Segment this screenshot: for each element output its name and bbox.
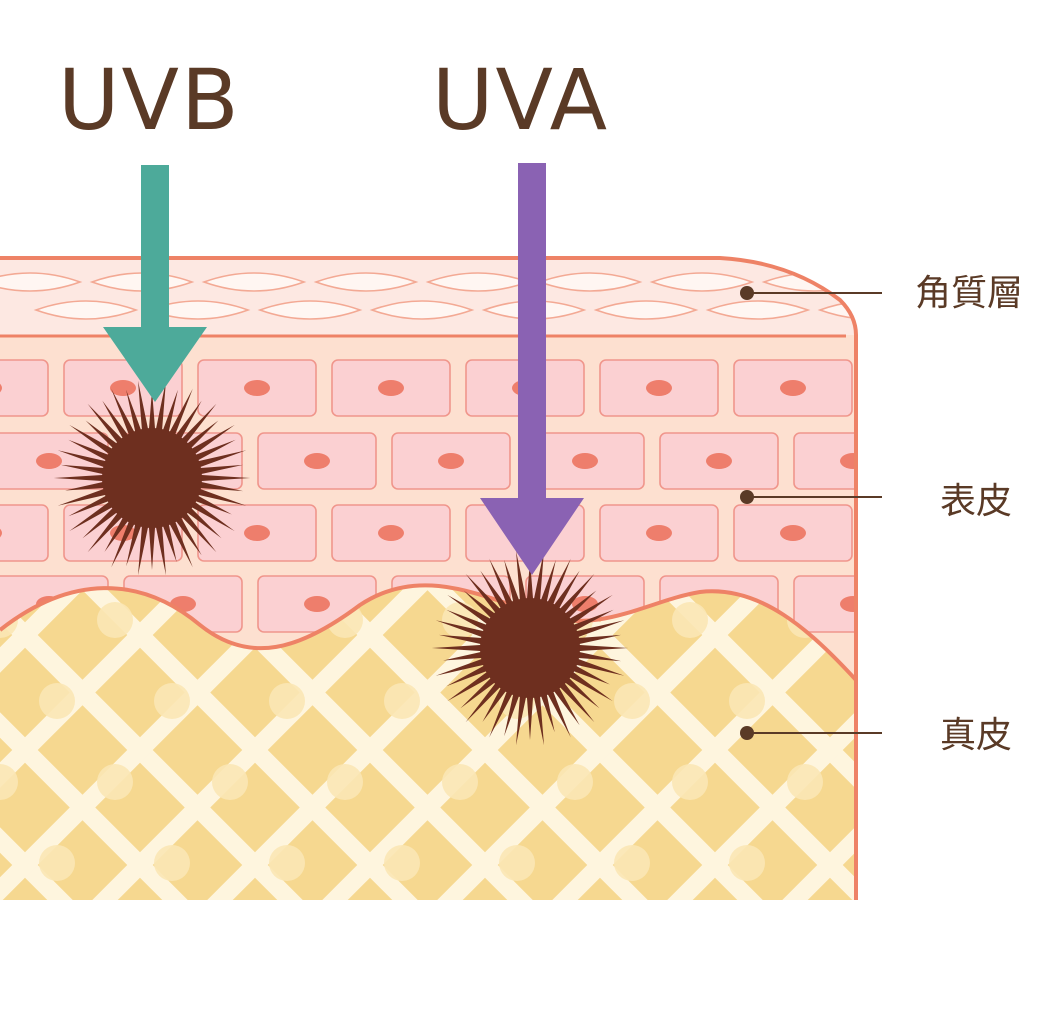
lattice-line xyxy=(58,585,452,900)
lattice-line xyxy=(0,585,107,900)
dermis-glow xyxy=(557,764,593,800)
dermis-glow xyxy=(97,764,133,800)
pigment-spots xyxy=(53,380,629,746)
stratum-cell xyxy=(537,272,643,292)
cell-nucleus xyxy=(438,453,464,469)
stratum-cell xyxy=(33,300,139,320)
label-leaders xyxy=(740,286,882,740)
dermis-glow xyxy=(614,845,650,881)
cell-nucleus xyxy=(840,453,856,469)
lattice-line xyxy=(0,585,222,900)
cell-nucleus xyxy=(244,380,270,396)
uvb-arrow xyxy=(103,165,207,402)
stratum-cell xyxy=(313,272,419,292)
stratum-cell xyxy=(0,272,83,292)
stratum-cell xyxy=(649,272,755,292)
uva-arrow xyxy=(480,163,584,575)
stratum-corneum-band xyxy=(0,258,856,335)
dermis-glow xyxy=(269,683,305,719)
ray-arrows xyxy=(103,163,584,575)
cell-nucleus xyxy=(304,453,330,469)
dermal-junction-line xyxy=(0,583,858,682)
dermis-glow xyxy=(39,683,75,719)
lattice-line xyxy=(403,585,797,900)
cell-nucleus xyxy=(840,596,856,612)
stratum-cell xyxy=(593,300,699,320)
cell-nucleus xyxy=(378,525,404,541)
dermis-glow xyxy=(614,683,650,719)
uvb-label: UVB xyxy=(58,51,241,149)
dermis-glow xyxy=(672,764,708,800)
skin-surface-line xyxy=(0,256,858,336)
dermis-glow xyxy=(729,845,765,881)
stratum-corneum-label: 角質層 xyxy=(915,273,1024,314)
dermis-glow xyxy=(499,845,535,881)
cell-nucleus xyxy=(244,525,270,541)
dermis-glow xyxy=(327,764,363,800)
cell-nucleus xyxy=(36,453,62,469)
cell-nucleus xyxy=(706,453,732,469)
dermis-glow xyxy=(787,764,823,800)
lattice-line xyxy=(633,585,856,900)
dermis-glow xyxy=(39,845,75,881)
dermis-glow xyxy=(97,602,133,638)
cell-nucleus xyxy=(646,525,672,541)
lattice-line xyxy=(0,585,107,900)
stratum-cell xyxy=(145,300,251,320)
cell-nucleus xyxy=(572,453,598,469)
cell-nucleus xyxy=(780,525,806,541)
cell-nucleus xyxy=(110,380,136,396)
dermis-glow xyxy=(154,845,190,881)
dermis-glow xyxy=(154,683,190,719)
uva-pigment-spot-core xyxy=(480,598,580,698)
dermis-glow xyxy=(729,683,765,719)
uvb-pigment-spot-core xyxy=(102,428,202,528)
epidermis-label: 表皮 xyxy=(940,481,1013,522)
dermis-glow xyxy=(269,845,305,881)
cell-nucleus xyxy=(780,380,806,396)
dermis-glow xyxy=(212,764,248,800)
lattice-line xyxy=(748,585,856,900)
dermis-glow xyxy=(0,764,18,800)
cell-nucleus xyxy=(646,380,672,396)
dermis-label: 真皮 xyxy=(940,715,1013,756)
cell-nucleus xyxy=(304,596,330,612)
cell-nucleus xyxy=(378,380,404,396)
dermis-glow xyxy=(442,764,478,800)
stratum-cell xyxy=(705,300,811,320)
dermis-glow xyxy=(384,845,420,881)
dermis-glow xyxy=(384,683,420,719)
uva-label: UVA xyxy=(432,51,610,149)
stratum-cell xyxy=(257,300,363,320)
epidermis-cell xyxy=(0,504,49,562)
stratum-cell xyxy=(369,300,475,320)
stratum-cell xyxy=(201,272,307,292)
epidermis-cell xyxy=(0,359,49,417)
dermis-glow xyxy=(672,602,708,638)
